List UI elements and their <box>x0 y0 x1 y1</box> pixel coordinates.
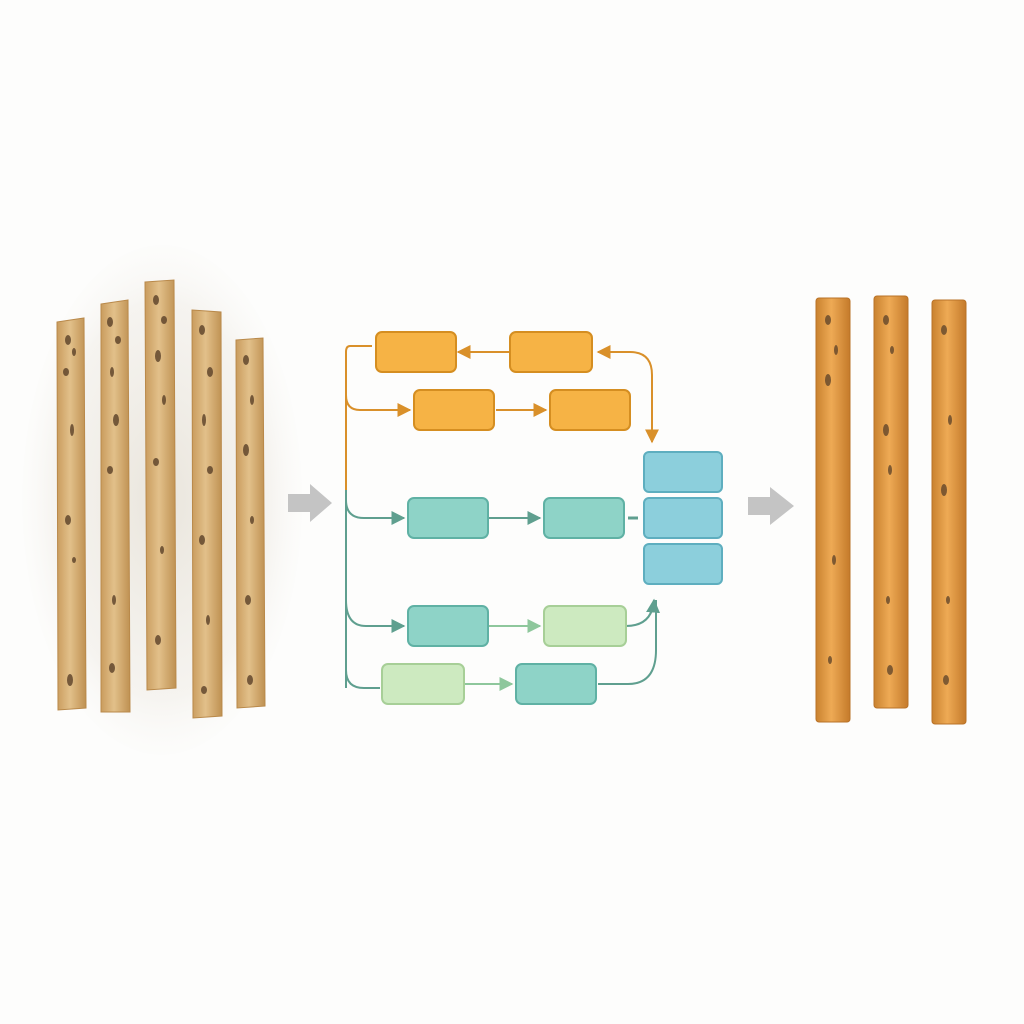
pipeline-node-orange <box>375 331 457 373</box>
input-strip <box>56 317 87 711</box>
input-strip <box>144 279 177 691</box>
connector-line <box>345 345 372 500</box>
output-strip <box>931 299 967 725</box>
pipeline-node-blue <box>643 543 723 585</box>
pipeline-nodes <box>375 331 723 705</box>
pipeline-node-blue <box>643 497 723 539</box>
input-strip <box>100 299 131 713</box>
pipeline-node-blue <box>643 451 723 493</box>
connectors <box>345 345 661 691</box>
pipeline-node-lightgreen <box>543 605 627 647</box>
input-strip <box>191 309 223 719</box>
connector-line <box>596 345 659 444</box>
connector-line <box>345 669 380 689</box>
pipeline-node-orange <box>413 389 495 431</box>
connector-line <box>345 499 406 525</box>
output-strip <box>815 297 851 723</box>
pipeline-node-teal <box>407 497 489 539</box>
connector-line <box>345 599 406 633</box>
output-strips <box>815 295 967 725</box>
pipeline-node-teal <box>515 663 597 705</box>
input-strip <box>235 337 266 709</box>
stage-arrow-icon <box>748 487 794 525</box>
pipeline-node-teal <box>407 605 489 647</box>
pipeline-node-lightgreen <box>381 663 465 705</box>
output-strip <box>873 295 909 709</box>
connector-line <box>345 394 412 417</box>
connector-line <box>598 600 657 685</box>
pipeline-node-orange <box>509 331 593 373</box>
pipeline-node-orange <box>549 389 631 431</box>
stage-arrow-icon <box>288 484 332 522</box>
input-strips <box>56 279 266 719</box>
connector-line <box>625 598 661 627</box>
pipeline-node-teal <box>543 497 625 539</box>
